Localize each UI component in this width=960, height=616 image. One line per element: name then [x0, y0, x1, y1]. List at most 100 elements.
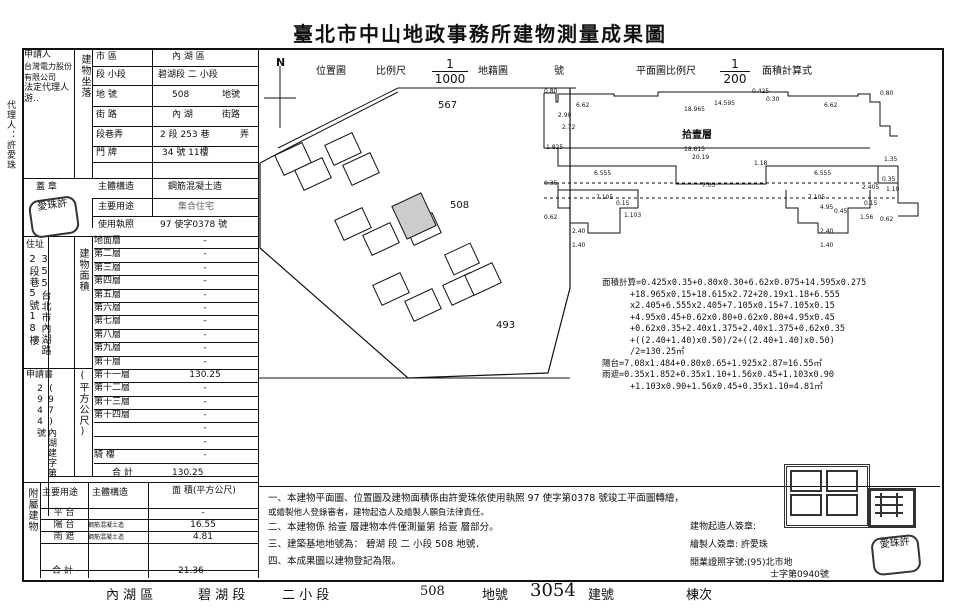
formula-line: 陽台=7.08x1.484+0.80x0.65+1.925x2.87=16.55…: [602, 358, 822, 369]
plan-scale-label: 平面圖比例尺: [636, 66, 696, 77]
outer-frame: [22, 48, 944, 582]
lot-unit: 地號: [222, 90, 241, 100]
seal-pattern-icon: [790, 470, 858, 516]
district-label: 市 區: [96, 52, 117, 62]
license-number: 士字第0940號: [770, 570, 829, 580]
lane-label: 段巷弄: [96, 130, 124, 140]
door-no-label: 門 牌: [96, 148, 117, 158]
lane-unit: 弄: [240, 130, 250, 140]
total-value: 130.25: [172, 468, 204, 478]
formula-line: /2=130.25㎡: [630, 347, 685, 357]
floor-row: 地面層-: [94, 236, 258, 250]
address-value: 355台北市內湖路2段巷5號18樓: [27, 254, 50, 356]
area-calc-label: 面積計算式: [762, 66, 812, 77]
floor-row: 第三層-: [94, 263, 258, 277]
lot-493: 493: [496, 320, 516, 331]
street-value: 內 湖: [172, 110, 193, 120]
total-label: 合 計: [112, 468, 133, 478]
floor-row: 騎 樓-: [94, 450, 258, 464]
formula-line: +0.62x0.35+2.40x1.375+2.40x1.375+0.62x0.…: [630, 324, 845, 334]
annex-label: 附屬建物: [26, 488, 37, 532]
floor-row: -: [94, 437, 258, 451]
location-label: 建物坐落: [79, 54, 90, 98]
bottom-district: 內 湖 區: [106, 588, 154, 603]
annex-total-label: 合 計: [52, 566, 73, 576]
section-value: 碧湖段 二 小段: [158, 70, 218, 80]
map-scale-label: 比例尺: [376, 66, 406, 77]
annex-struct-label: 主體構造: [92, 488, 129, 498]
lane-value: 2 段 253 巷: [160, 130, 210, 140]
map-area: N: [258, 48, 940, 488]
floor-list: 地面層- 第二層- 第三層- 第四層- 第五層- 第六層- 第七層- 第八層- …: [94, 236, 258, 464]
bottom-subsection: 二 小 段: [282, 588, 330, 603]
area-unit-label: (平方公尺): [77, 370, 88, 438]
floor-row: 第二層-: [94, 249, 258, 263]
left-info-panel: 申請人 台灣電力股份有限公司 法定代理人 游.. 建物坐落 市 區 內 湖 區 …: [22, 48, 259, 578]
official-seal: [784, 464, 870, 528]
use-label: 主要用途: [98, 202, 135, 212]
annex-area-label: 面 積(平方公尺): [172, 486, 236, 496]
district-value: 內 湖 區: [172, 52, 205, 62]
bottom-building-label: 建號: [588, 588, 615, 603]
annex-use-label: 主要用途: [42, 488, 79, 498]
door-no-value: 34 號 11樓: [162, 148, 209, 158]
map-lines: [258, 66, 919, 379]
use-value: 集合住宅: [178, 202, 215, 212]
seal-label: 蓋 章: [36, 182, 57, 192]
formula-line: +1.103x0.90+1.56x0.45+0.35x1.10=4.81㎡: [630, 381, 823, 392]
notes-block: 一、本建物平面圖、位置圖及建物面積係由許愛珠依使用執照 97 使字第0378 號…: [268, 490, 828, 570]
lot-value: 508: [172, 90, 190, 100]
bottom-floor-label: 棟次: [686, 588, 713, 603]
structure-value: 鋼筋混凝土造: [168, 182, 223, 192]
formula-line: +4.95x0.45+0.62x0.80+0.62x0.80+4.95x0.45: [630, 312, 835, 323]
formula-line: 面積計算=0.425x0.35+0.80x0.30+6.62x0.075+14.…: [602, 278, 867, 288]
note-line: 二、本建物係 拾壹 層建物本件僅測量第 拾壹 層部分。: [268, 522, 499, 533]
floor-row: 第八層-: [94, 330, 258, 344]
formula-line: +18.965x0.15+18.615x2.72+20.19x1.18+6.55…: [630, 289, 840, 300]
table-row: 平 台-: [40, 508, 258, 520]
plan-dimensions: 0.80 2.90 0.425 0.30 0.80 6.62 14.595 18…: [544, 88, 900, 249]
map-scale-fraction: 1 1000: [432, 57, 468, 86]
legal-rep-value: 游..: [24, 94, 39, 104]
signature-stamp-left: 愛珠許: [27, 194, 81, 240]
plan-scale-fraction: 1 200: [720, 57, 750, 86]
north-label: N: [276, 56, 286, 69]
lot-label: 地 號: [96, 90, 117, 100]
section-label: 段 小段: [96, 70, 126, 80]
legal-rep-side-label: 代理人：許愛珠: [5, 100, 15, 170]
document-title: 臺北市中山地政事務所建物測量成果圖: [293, 22, 667, 46]
note-line: 四、本成果圖以建物登記為限。: [268, 556, 402, 567]
lot-567: 567: [438, 100, 458, 111]
floor-row: 第十二層-: [94, 383, 258, 397]
apply-value: (97)內湖建字第2944號: [35, 384, 56, 478]
bottom-lot: 508: [420, 584, 445, 599]
plan-floor-label: 拾壹層: [682, 130, 712, 141]
floor-row: 第十四層-: [94, 410, 258, 424]
floor-row: 第十三層-: [94, 397, 258, 411]
structure-label: 主體構造: [98, 182, 135, 192]
applicant-value: 台灣電力股份有限公司: [24, 62, 72, 82]
cadastral-number-label: 號: [554, 66, 564, 77]
signature-stamp-right: 愛珠許: [870, 533, 922, 577]
floor-row: 第五層-: [94, 290, 258, 303]
builder-signature-label: 建物起造人簽章:: [690, 522, 757, 532]
floor-row: 第十層-: [94, 357, 258, 370]
formula-line: 雨遮=0.35x1.852+0.35x1.10+1.56x0.45+1.103x…: [602, 370, 834, 380]
floor-row: 第六層-: [94, 303, 258, 317]
drafter-signature-label: 繪製人簽章: 許愛珠: [690, 540, 768, 550]
formula-line: x2.405+6.555x2.405+7.105x0.15+7.105x0.15: [630, 301, 835, 311]
area-formulas: 面積計算=0.425x0.35+0.80x0.30+6.62x0.075+14.…: [602, 278, 932, 393]
floor-row: 第四層-: [94, 276, 258, 290]
seal-small-icon: [875, 493, 903, 517]
bottom-lot-label: 地號: [482, 588, 509, 603]
note-line: 三、建築基地地號為： 碧湖 段 二 小段 508 地號．: [268, 539, 485, 550]
floor-row: 第九層-: [94, 343, 258, 357]
legal-rep-label: 法定代理人: [24, 83, 70, 93]
note-line: 一、本建物平面圖、位置圖及建物面積係由許愛珠依使用執照 97 使字第0378 號…: [268, 493, 684, 504]
license-label: 開業證照字號:(95)北市地: [690, 558, 793, 568]
cadastral-label: 地籍圖: [478, 66, 508, 77]
